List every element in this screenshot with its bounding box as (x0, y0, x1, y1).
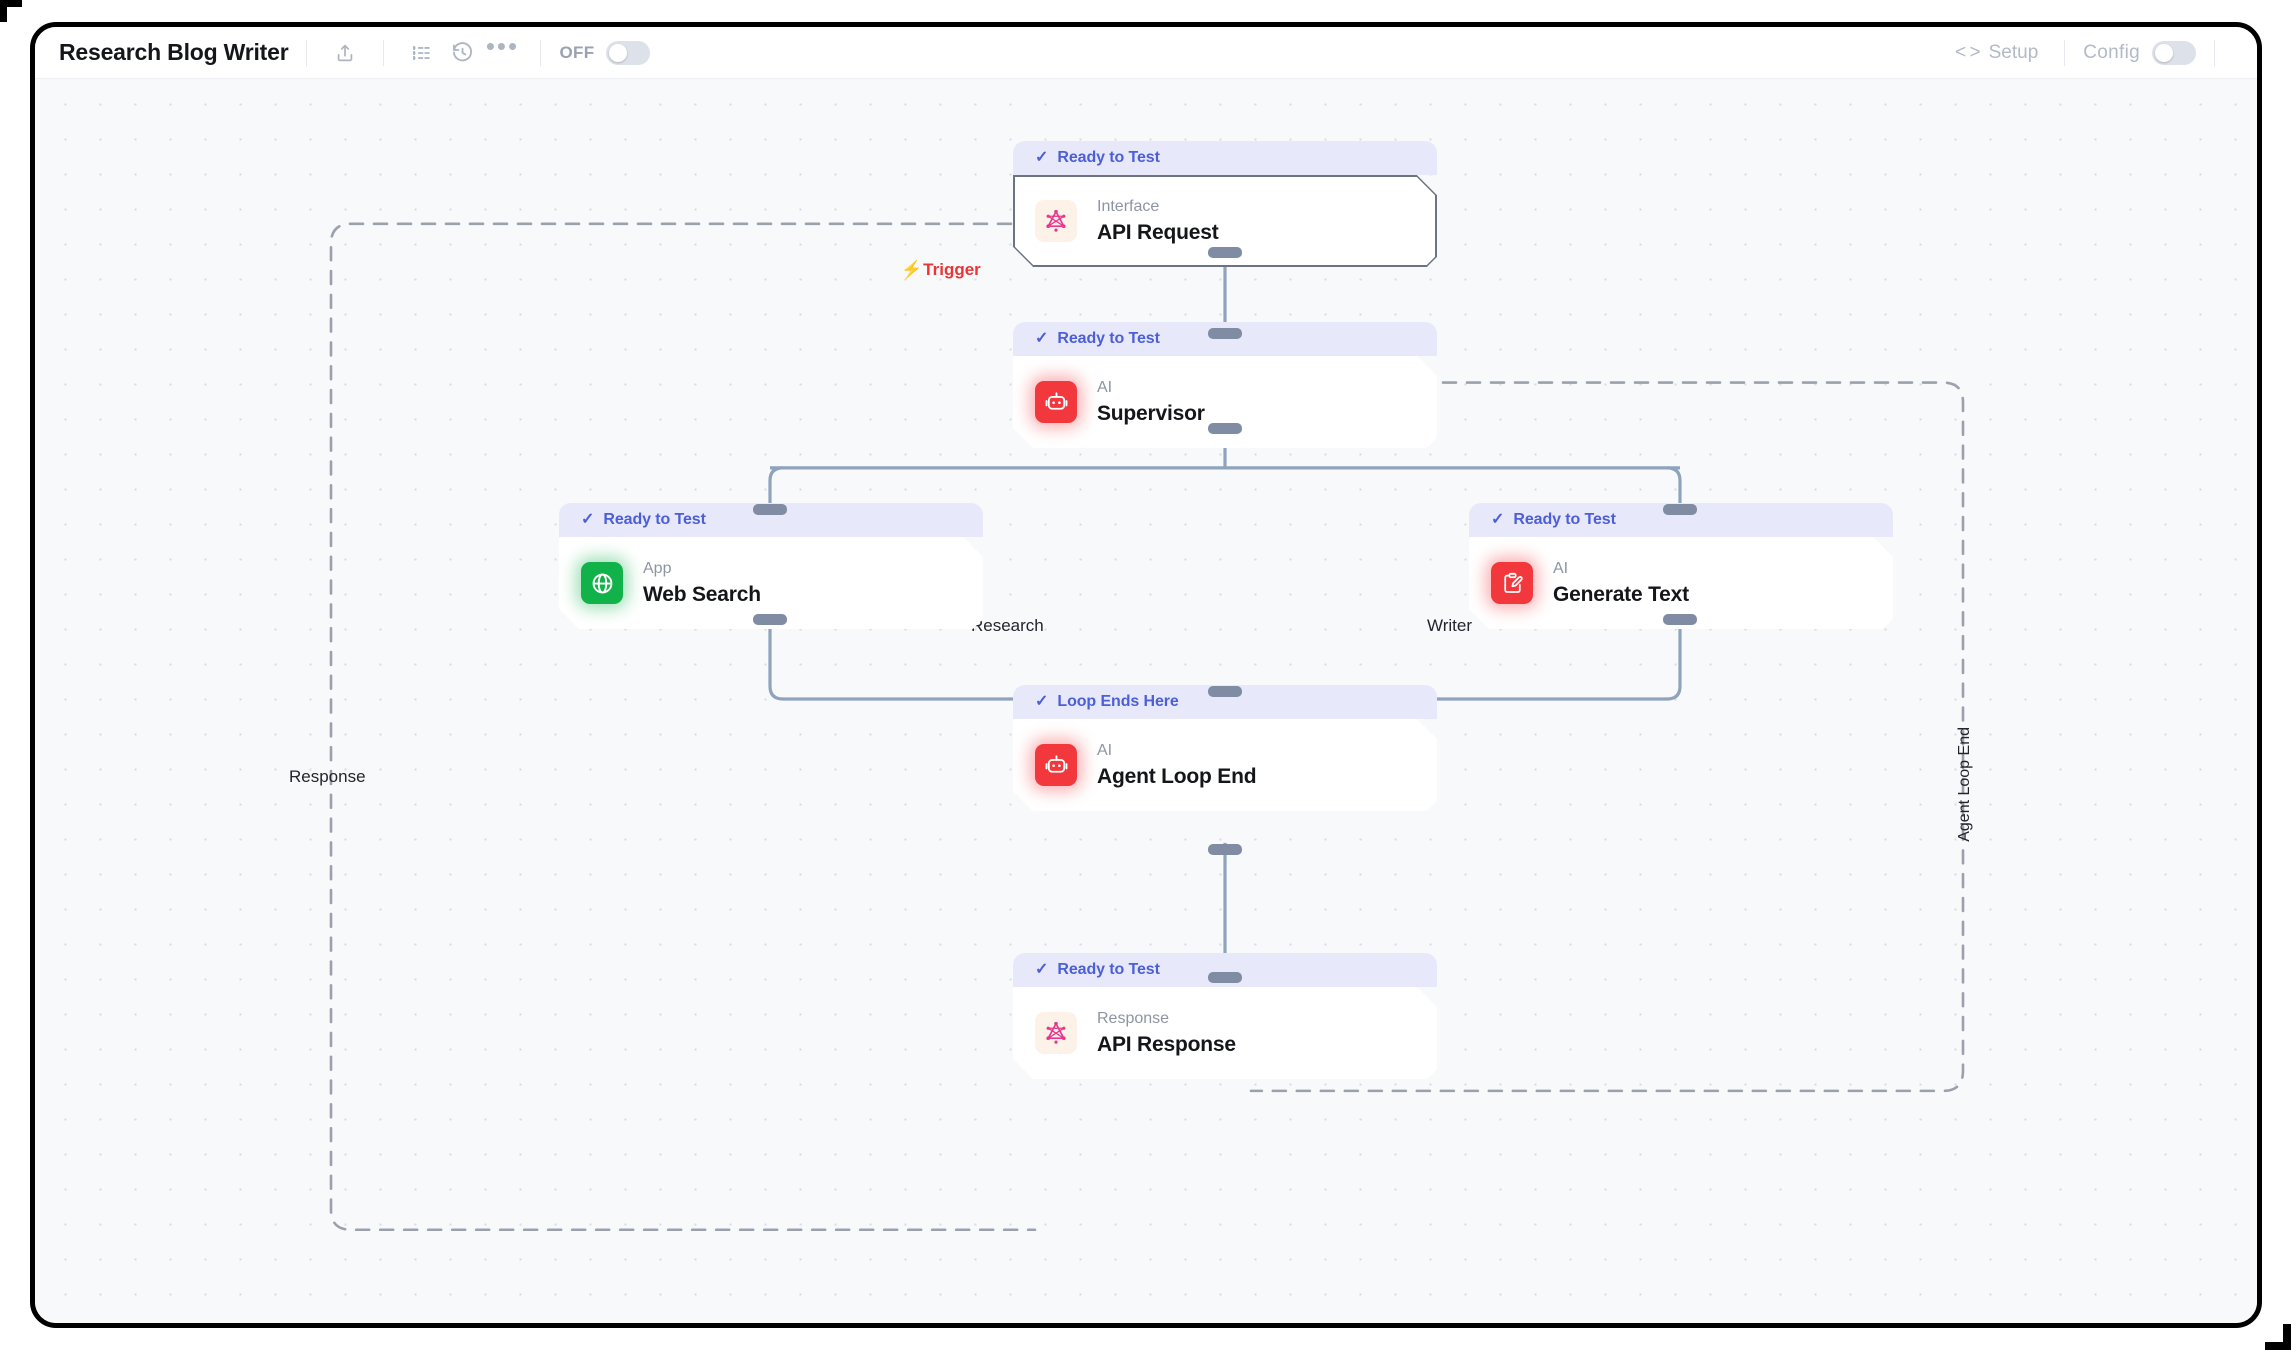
corner-tick-top-left-v (0, 0, 7, 22)
handle-generatetext-out[interactable] (1663, 614, 1697, 625)
node-meta: App Web Search (643, 559, 761, 606)
node-kind-label: Interface (1097, 198, 1160, 216)
node-name-label: Supervisor (1097, 401, 1205, 425)
clipboard-pencil-icon (1491, 562, 1533, 604)
robot-icon (1035, 744, 1077, 786)
check-icon: ✓ (581, 511, 595, 528)
graphql-icon (1035, 1012, 1077, 1054)
handle-supervisor-in[interactable] (1208, 328, 1242, 339)
robot-icon (1035, 381, 1077, 423)
check-icon: ✓ (1035, 149, 1049, 166)
power-toggle-knob (609, 43, 628, 62)
node-generate-text[interactable]: ✓ Ready to Test AI Generate Text (1469, 503, 1893, 629)
header-divider-1 (306, 39, 308, 66)
workflow-canvas[interactable]: ⚡ Trigger Research Writer Response Agent… (35, 79, 2257, 1323)
power-toggle-switch[interactable] (606, 40, 651, 65)
config-toggle-knob (2155, 43, 2173, 62)
header-divider-2 (383, 39, 385, 66)
header-divider-3 (540, 39, 542, 66)
code-brackets-icon: < > (1955, 41, 1981, 63)
node-card-body[interactable]: AI Supervisor (1013, 356, 1437, 448)
check-icon: ✓ (1035, 693, 1049, 710)
check-icon: ✓ (1491, 511, 1505, 528)
node-name-label: Agent Loop End (1097, 764, 1257, 788)
node-status-text: Ready to Test (1057, 961, 1160, 978)
globe-icon (581, 562, 623, 604)
corner-tick-bottom-right-h (2265, 1342, 2291, 1350)
edge-label-response: Response (289, 767, 366, 786)
corner-tick-top-left-h (0, 0, 22, 7)
config-toggle-switch[interactable] (2152, 40, 2196, 65)
edge-split-to-websearch (768, 466, 784, 508)
handle-generatetext-in[interactable] (1663, 504, 1697, 515)
node-status-text: Loop Ends Here (1057, 693, 1179, 710)
handle-loopend-out[interactable] (1208, 844, 1242, 855)
more-icon[interactable]: ••• (482, 31, 522, 71)
node-status-bar: ✓ Ready to Test (1013, 141, 1437, 175)
node-meta: AI Generate Text (1553, 559, 1689, 606)
corner-tick-bottom-right-v (2283, 1324, 2291, 1350)
setup-button[interactable]: < > Setup (1947, 36, 2046, 70)
handle-websearch-out[interactable] (753, 614, 787, 625)
node-meta: AI Agent Loop End (1097, 741, 1256, 788)
page-title: Research Blog Writer (59, 39, 289, 66)
edge-label-writer: Writer (1427, 616, 1473, 635)
node-name-label: Generate Text (1553, 582, 1689, 606)
node-name-label: API Request (1097, 220, 1219, 244)
header-divider-5 (2214, 39, 2215, 66)
power-toggle-group: OFF (559, 40, 651, 65)
node-name-label: Web Search (643, 582, 761, 606)
handle-request-out[interactable] (1208, 247, 1242, 258)
node-status-text: Ready to Test (603, 511, 706, 528)
history-icon[interactable] (442, 35, 482, 71)
loop-outline-response (329, 222, 1037, 1232)
checklist-icon[interactable] (402, 35, 442, 71)
handle-websearch-in[interactable] (753, 504, 787, 515)
lightning-icon: ⚡ (901, 260, 923, 279)
node-status-text: Ready to Test (1057, 149, 1160, 166)
handle-supervisor-out[interactable] (1208, 423, 1242, 434)
node-meta: AI Supervisor (1097, 378, 1205, 425)
node-agent-loop-end[interactable]: ✓ Loop Ends Here AI (1013, 685, 1437, 811)
node-meta: Response API Response (1097, 1009, 1236, 1056)
node-kind-label: AI (1097, 742, 1113, 760)
config-toggle-group: Config (2083, 40, 2196, 65)
app-window: Research Blog Writer (30, 22, 2262, 1328)
node-meta: Interface API Request (1097, 197, 1219, 244)
node-card-body[interactable]: AI Agent Loop End (1013, 719, 1437, 811)
node-kind-label: App (643, 560, 672, 578)
check-icon: ✓ (1035, 330, 1049, 347)
handle-loopend-in[interactable] (1208, 686, 1242, 697)
graphql-icon (1035, 200, 1077, 242)
node-status-text: Ready to Test (1057, 330, 1160, 347)
setup-button-label: Setup (1988, 41, 2039, 63)
trigger-label: ⚡ Trigger (901, 260, 981, 280)
handle-response-in[interactable] (1208, 972, 1242, 983)
more-icon-glyph: ••• (485, 31, 520, 61)
trigger-label-text: Trigger (923, 260, 981, 279)
header-divider-4 (2064, 39, 2066, 66)
config-toggle-label: Config (2083, 41, 2140, 63)
node-kind-label: AI (1097, 379, 1113, 397)
node-name-label: API Response (1097, 1032, 1236, 1056)
edge-split-to-generatetext (1666, 466, 1682, 508)
edge-label-agent-loop-end: Agent Loop End (1956, 727, 1973, 842)
share-icon[interactable] (325, 35, 365, 71)
power-toggle-label: OFF (559, 42, 595, 62)
header-left-group: Research Blog Writer (35, 27, 651, 78)
check-icon: ✓ (1035, 961, 1049, 978)
node-status-text: Ready to Test (1513, 511, 1616, 528)
node-card-body[interactable]: Response API Response (1013, 987, 1437, 1079)
workflow-title-text: Research Blog Writer (59, 39, 289, 65)
node-web-search[interactable]: ✓ Ready to Test App Web Search (559, 503, 983, 629)
workflow-header: Research Blog Writer (35, 27, 2257, 79)
header-right-group: < > Setup Config (1947, 27, 2257, 78)
node-kind-label: Response (1097, 1010, 1170, 1028)
node-kind-label: AI (1553, 560, 1569, 578)
